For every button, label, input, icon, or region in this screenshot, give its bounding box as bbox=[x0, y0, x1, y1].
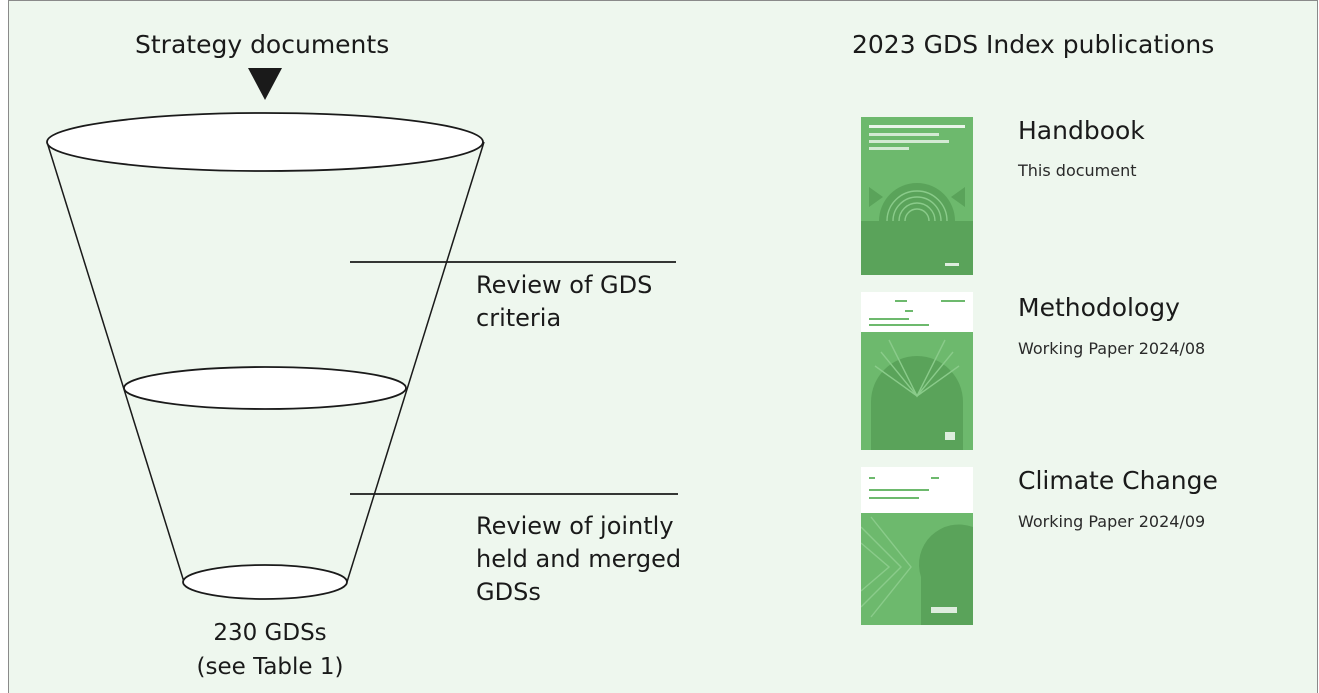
publication-subtitle-handbook: This document bbox=[1018, 161, 1137, 180]
funnel-bottom-ellipse bbox=[182, 564, 348, 600]
funnel-right-edge bbox=[346, 141, 485, 583]
publication-name-climate-change: Climate Change bbox=[1018, 466, 1218, 495]
funnel-left-edge bbox=[46, 141, 185, 583]
funnel-arrow-icon bbox=[248, 68, 282, 100]
publication-name-methodology: Methodology bbox=[1018, 293, 1180, 322]
result-note: (see Table 1) bbox=[196, 654, 344, 680]
funnel-top-ellipse bbox=[46, 112, 484, 172]
publication-subtitle-methodology: Working Paper 2024/08 bbox=[1018, 339, 1206, 358]
handbook-cover-image bbox=[861, 117, 973, 275]
result-count: 230 GDSs bbox=[213, 620, 327, 646]
funnel-middle-ellipse bbox=[123, 366, 407, 410]
funnel-title: Strategy documents bbox=[135, 30, 390, 59]
methodology-cover-image bbox=[861, 292, 973, 450]
publication-subtitle-climate-change: Working Paper 2024/09 bbox=[1018, 512, 1206, 531]
stage-label-merged: Review of jointly held and merged GDSs bbox=[476, 512, 682, 606]
stage-label-criteria: Review of GDS criteria bbox=[476, 271, 653, 332]
publication-name-handbook: Handbook bbox=[1018, 116, 1145, 145]
publications-title: 2023 GDS Index publications bbox=[852, 30, 1215, 59]
climate-change-cover-image bbox=[861, 467, 973, 625]
